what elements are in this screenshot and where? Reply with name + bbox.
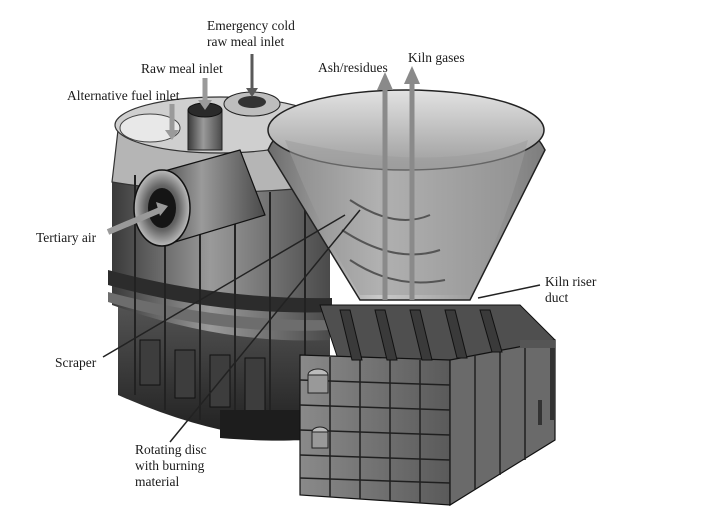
ash-residues-arrow <box>377 72 393 300</box>
tertiary-air-duct <box>133 149 266 247</box>
label-kiln-riser-line-2: duct <box>545 290 569 305</box>
label-kiln-riser-duct: Kiln riser duct <box>545 274 596 306</box>
label-rotating-disc: Rotating disc with burning material <box>135 442 207 490</box>
label-alternative-fuel-inlet: Alternative fuel inlet <box>67 88 180 103</box>
callout-lines <box>102 54 541 443</box>
label-kiln-riser-line-1: Kiln riser <box>545 274 597 289</box>
riser-base-structure <box>299 304 556 507</box>
kiln-riser-cone <box>267 89 546 301</box>
label-rotating-disc-line-1: Rotating disc <box>135 442 207 457</box>
label-emergency-cold-inlet: Emergency cold raw meal inlet <box>207 18 295 50</box>
label-ash-residues: Ash/residues <box>318 60 388 75</box>
kiln-gases-arrow <box>404 66 420 300</box>
label-scraper: Scraper <box>55 355 97 370</box>
label-rotating-disc-line-3: material <box>135 474 180 489</box>
label-emergency-line-1: Emergency cold <box>207 18 295 33</box>
label-kiln-gases: Kiln gases <box>408 50 465 65</box>
label-raw-meal-inlet: Raw meal inlet <box>141 61 223 76</box>
emergency-inlet-pipe <box>223 91 281 117</box>
label-rotating-disc-line-2: with burning <box>135 458 205 473</box>
raw-meal-inlet-pipe <box>187 102 223 151</box>
label-emergency-line-2: raw meal inlet <box>207 34 285 49</box>
label-tertiary-air: Tertiary air <box>36 230 97 245</box>
